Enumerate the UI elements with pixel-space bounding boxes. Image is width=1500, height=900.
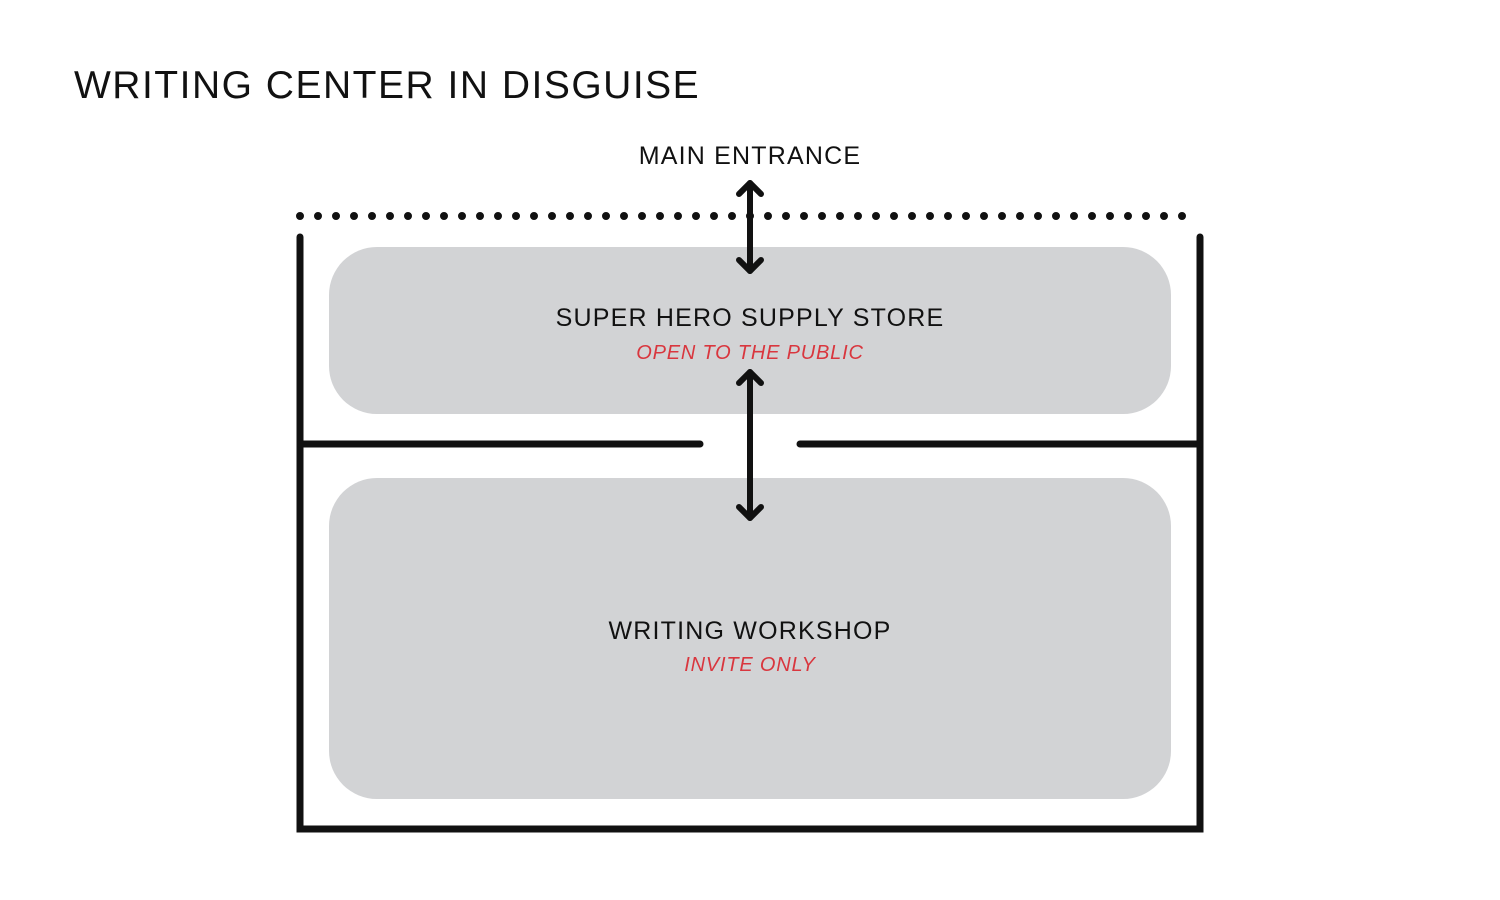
workshop-room-area [329, 478, 1171, 799]
main-entrance-label: MAIN ENTRANCE [638, 142, 862, 170]
workshop-room-access: INVITE ONLY [684, 654, 816, 676]
page-title: WRITING CENTER IN DISGUISE [74, 64, 701, 107]
workshop-room-name: WRITING WORKSHOP [608, 617, 892, 645]
store-room-name: SUPER HERO SUPPLY STORE [555, 304, 945, 332]
doorway-arrow-icon [736, 369, 764, 521]
store-room-area [329, 247, 1171, 414]
store-room-access: OPEN TO THE PUBLIC [636, 342, 864, 364]
outer-wall [296, 233, 1204, 833]
entrance-arrow-icon [736, 180, 764, 274]
